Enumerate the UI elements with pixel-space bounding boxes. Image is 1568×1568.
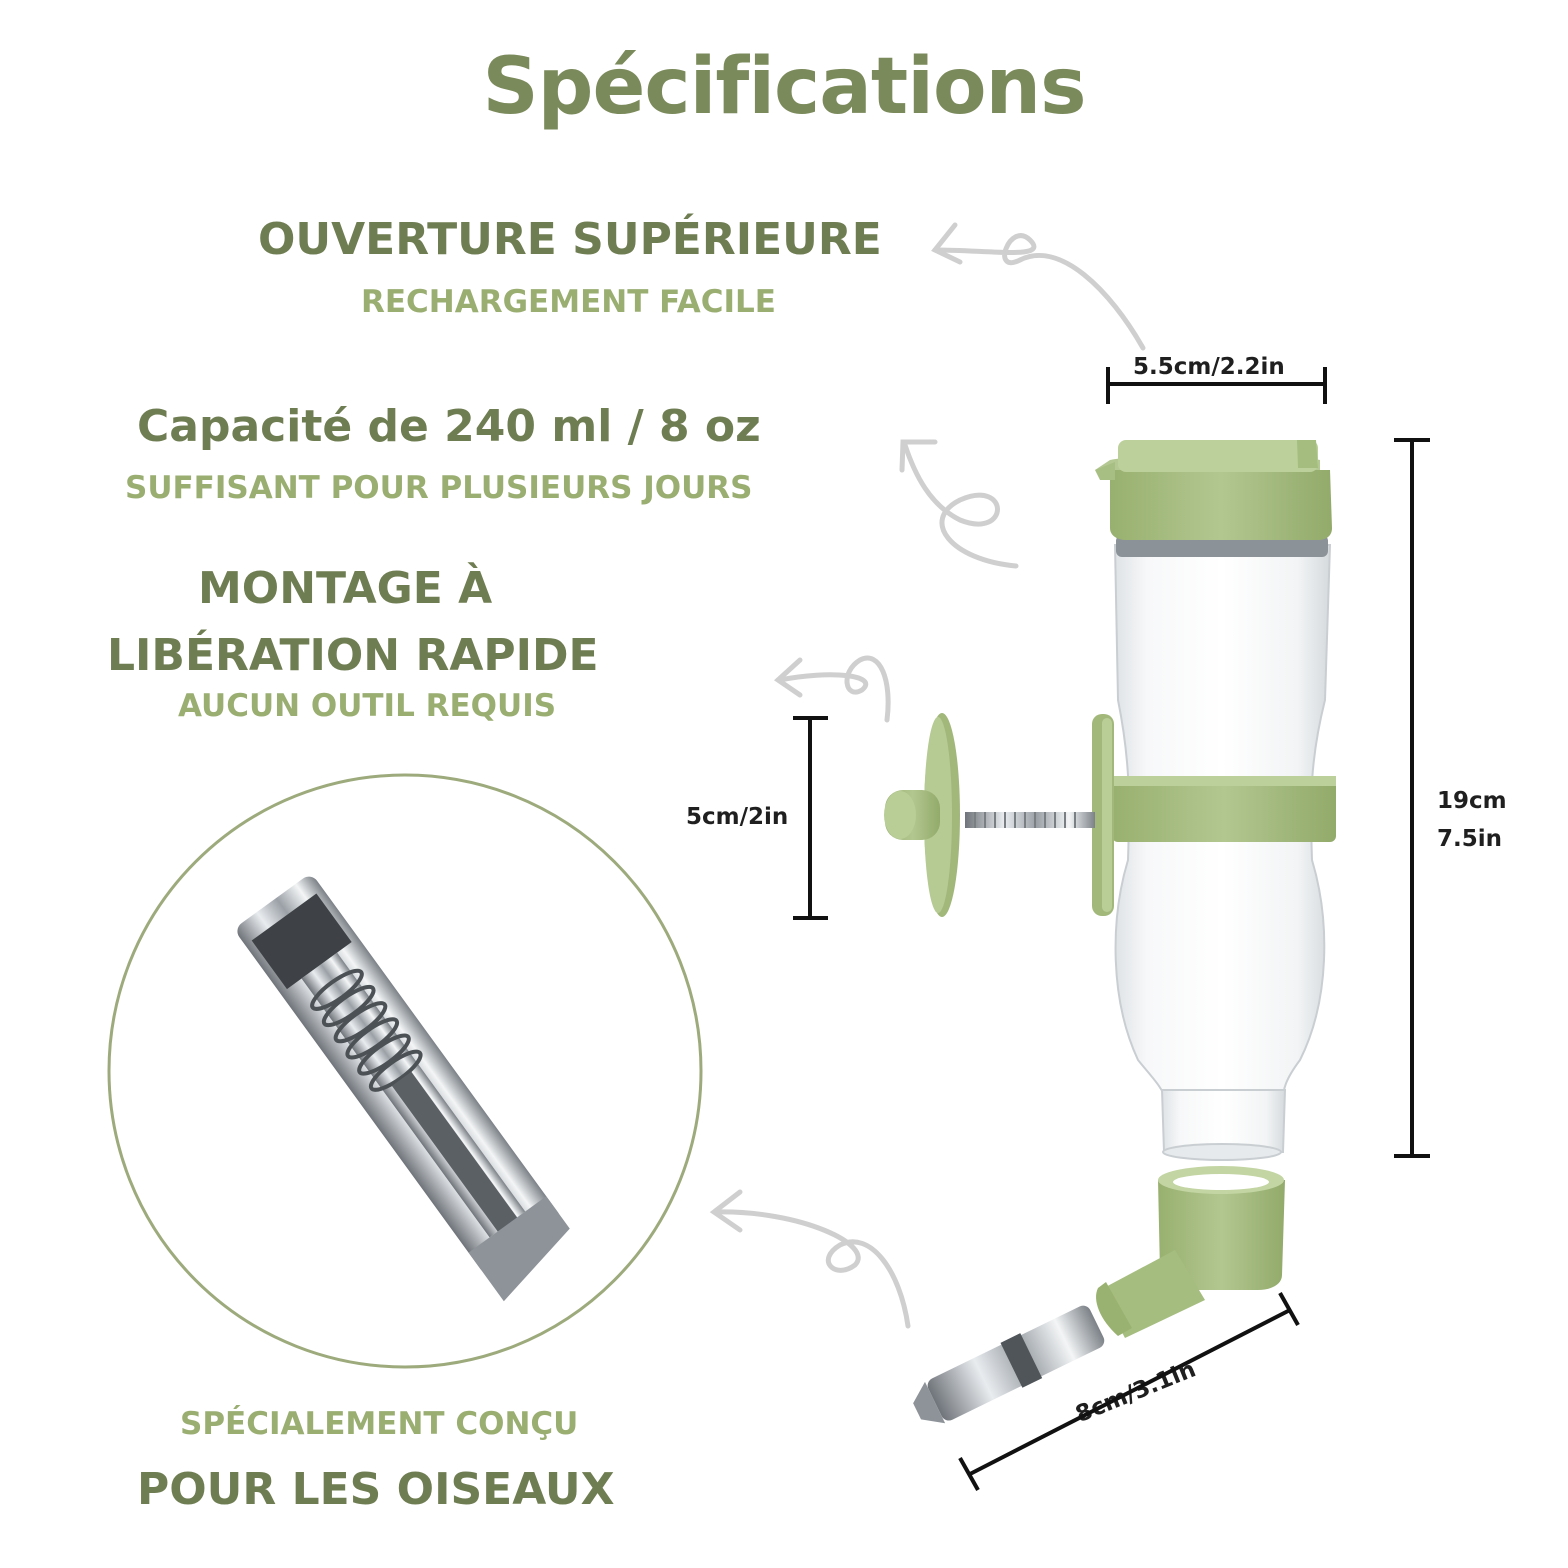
dimension-height-in: 7.5in [1437, 826, 1503, 852]
bottle [1095, 440, 1332, 1161]
feature-top-opening-sub: RECHARGEMENT FACILE [361, 284, 776, 320]
feature-top-opening-heading: OUVERTURE SUPÉRIEURE [258, 214, 882, 265]
feature-capacity-heading: Capacité de 240 ml / 8 oz [137, 401, 761, 452]
arrow-nozzle-icon [709, 1189, 911, 1329]
mounting-bracket [1092, 714, 1336, 916]
feature-mount-heading-line1: MONTAGE À [198, 563, 493, 614]
feature-birds-heading: POUR LES OISEAUX [137, 1464, 615, 1515]
nozzle-connector [1096, 1166, 1285, 1338]
mounting-screw [965, 812, 1095, 828]
feature-mount-sub: AUCUN OUTIL REQUIS [178, 688, 557, 724]
arrow-capacity-icon [899, 439, 1019, 569]
dimension-mount: 5cm/2in [686, 804, 789, 830]
page-title: Spécifications [482, 42, 1087, 132]
dimension-height-cm: 19cm [1437, 788, 1507, 814]
mounting-knob [884, 713, 960, 917]
nozzle-cutaway-image [237, 876, 570, 1302]
feature-capacity-sub: SUFFISANT POUR PLUSIEURS JOURS [125, 470, 753, 506]
dimension-top-width: 5.5cm/2.2in [1133, 354, 1285, 380]
feature-mount-heading-line2: LIBÉRATION RAPIDE [107, 630, 599, 681]
drinking-tube [913, 1305, 1105, 1424]
arrow-mount-icon [773, 655, 891, 723]
feature-birds-sub: SPÉCIALEMENT CONÇU [180, 1406, 579, 1442]
arrow-top-opening-icon [931, 222, 1146, 351]
nozzle-detail-frame [107, 773, 703, 1369]
dimension-lines [793, 367, 1430, 1491]
